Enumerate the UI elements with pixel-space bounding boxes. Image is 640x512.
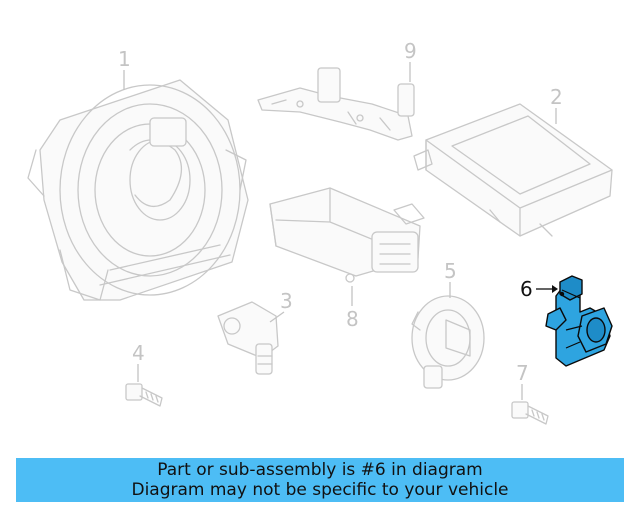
callout-label-3: 3: [280, 289, 293, 313]
part-4-bolt: [125, 383, 163, 407]
callout-label-6[interactable]: 6: [520, 277, 533, 301]
callout-7: 7: [516, 361, 529, 400]
callout-9: 9: [404, 39, 417, 82]
callout-8: 8: [346, 286, 359, 331]
callout-label-1: 1: [118, 47, 131, 71]
part-2-control-module: [413, 103, 613, 237]
callout-label-7: 7: [516, 361, 529, 385]
callout-3: 3: [269, 289, 293, 323]
callout-5: 5: [444, 259, 457, 298]
callout-1: 1: [118, 47, 131, 90]
part-7-bolt: [511, 401, 549, 425]
callout-label-9: 9: [404, 39, 417, 63]
callout-label-4: 4: [132, 341, 145, 365]
part-6-highlighted-sensor[interactable]: [545, 275, 613, 367]
callout-label-8: 8: [346, 307, 359, 331]
info-banner: Part or sub-assembly is #6 in diagram Di…: [16, 458, 624, 502]
part-9-bracket: [257, 67, 415, 141]
banner-line-1: Part or sub-assembly is #6 in diagram: [157, 460, 483, 480]
callout-4: 4: [132, 341, 145, 382]
callout-6[interactable]: 6: [520, 277, 558, 301]
callout-label-5: 5: [444, 259, 457, 283]
callout-label-2: 2: [550, 85, 563, 109]
part-5-sensor: [411, 295, 485, 389]
part-3-impact-sensor: [217, 301, 279, 375]
part-1-clock-spring: [27, 79, 249, 301]
part-8-sensor-module: [269, 187, 425, 283]
parts-diagram: 1 9 2 3 8 5 4 7 6: [27, 39, 613, 425]
banner-line-2: Diagram may not be specific to your vehi…: [131, 480, 509, 500]
callout-2: 2: [550, 85, 563, 124]
